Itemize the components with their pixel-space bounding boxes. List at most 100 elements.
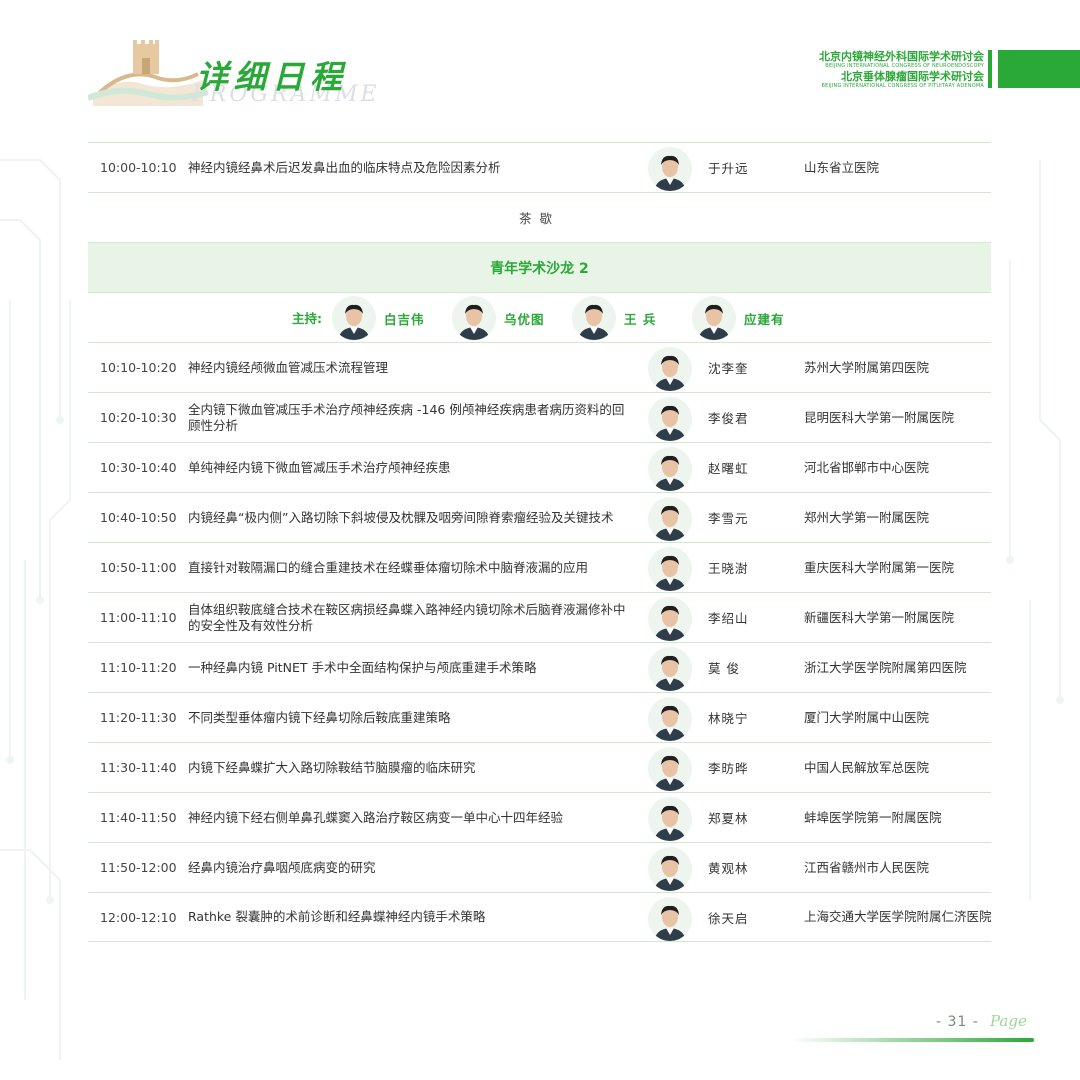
hospital-name: 江西省赣州市人民医院 [804, 859, 930, 875]
talk-topic: 一种经鼻内镜 PitNET 手术中全面结构保护与颅底重建手术策略 [188, 659, 537, 675]
talk-topic: 神经内镜下经右侧单鼻孔蝶窦入路治疗鞍区病变一单中心十四年经验 [188, 809, 564, 825]
hospital-name: 昆明医科大学第一附属医院 [804, 409, 955, 425]
table-row: 10:30-10:40 单纯神经内镜下微血管减压手术治疗颅神经疾患 赵曙虹 河北… [88, 442, 991, 492]
speaker-name: 赵曙虹 [708, 461, 749, 476]
time-slot: 10:50-11:00 [100, 560, 177, 575]
great-wall-icon [88, 40, 208, 106]
page-header: PROGRAMME 详细日程 北京内镜神经外科国际学术研讨会 BEIJING I… [0, 0, 1080, 130]
person-icon [692, 296, 736, 340]
talk-topic: Rathke 裂囊肿的术前诊断和经鼻蝶神经内镜手术策略 [188, 909, 486, 924]
host-item: 乌优图 [452, 296, 545, 340]
hospital-name: 浙江大学医学院附属第四医院 [804, 659, 967, 675]
host-name: 王 兵 [624, 311, 657, 327]
speaker-name: 李俊君 [708, 411, 749, 426]
time-slot: 11:50-12:00 [100, 860, 177, 875]
hospital-name: 苏州大学附属第四医院 [804, 359, 930, 375]
hospital-name: 中国人民解放军总医院 [804, 759, 930, 775]
hospital-name: 蚌埠医学院第一附属医院 [804, 809, 942, 825]
page-word: Page [990, 1012, 1027, 1030]
speaker-name: 李昉晔 [708, 761, 749, 776]
table-row: 11:40-11:50 神经内镜下经右侧单鼻孔蝶窦入路治疗鞍区病变一单中心十四年… [88, 792, 991, 842]
person-icon [452, 296, 496, 340]
speaker-avatar [648, 547, 692, 591]
speaker-name: 黄观林 [708, 861, 749, 876]
host-item: 白吉伟 [332, 296, 425, 340]
talk-topic: 经鼻内镜治疗鼻咽颅底病变的研究 [188, 859, 376, 875]
session-title: 青年学术沙龙 2 [490, 260, 589, 277]
person-icon [648, 747, 692, 791]
host-avatar [572, 296, 616, 340]
host-item: 王 兵 [572, 296, 656, 340]
hospital-name: 山东省立医院 [804, 159, 880, 175]
session-hosts-row: 主持: 白吉伟 乌优图 王 兵 应建有 [88, 292, 991, 342]
hosts-label: 主持: [292, 311, 322, 326]
conference-name-2-english: BEIJING INTERNATIONAL CONGRESS OF PITUIT… [821, 83, 984, 89]
conference-name-2: 北京垂体腺瘤国际学术研讨会 [841, 70, 984, 83]
talk-topic: 自体组织鞍底缝合技术在鞍区病损经鼻蝶入路神经内镜切除术后脑脊液漏修补中的安全性及… [188, 601, 626, 633]
table-row: 12:00-12:10 Rathke 裂囊肿的术前诊断和经鼻蝶神经内镜手术策略 … [88, 892, 992, 942]
time-slot: 11:20-11:30 [100, 710, 177, 725]
page-title-english: PROGRAMME [192, 82, 380, 107]
talk-topic: 全内镜下微血管减压手术治疗颅神经疾病 -146 例颅神经疾病患者病历资料的回顾性… [188, 401, 625, 433]
person-icon [648, 147, 692, 191]
host-avatar [332, 296, 376, 340]
speaker-name: 莫 俊 [708, 661, 740, 676]
speaker-avatar [648, 697, 692, 741]
tea-break-label: 茶歇 [518, 211, 560, 226]
header-accent-bar [988, 50, 992, 88]
time-slot: 11:40-11:50 [100, 810, 177, 825]
speaker-avatar [648, 347, 692, 391]
page-number: - 31 - [936, 1014, 979, 1030]
table-row: 11:00-11:10 自体组织鞍底缝合技术在鞍区病损经鼻蝶入路神经内镜切除术后… [88, 592, 991, 642]
speaker-avatar [648, 747, 692, 791]
person-icon [572, 296, 616, 340]
hospital-name: 上海交通大学医学院附属仁济医院 [804, 909, 992, 924]
hospital-name: 河北省邯郸市中心医院 [804, 459, 930, 475]
speaker-name: 徐天启 [708, 910, 749, 926]
time-slot: 10:00-10:10 [100, 160, 177, 175]
time-slot: 12:00-12:10 [100, 909, 177, 925]
person-icon [332, 296, 376, 340]
speaker-name: 李雪元 [708, 511, 749, 526]
conference-name-1-english: BEIJING INTERNATIONAL CONGRESS OF NEUROE… [825, 63, 984, 69]
speaker-name: 林晓宁 [708, 711, 749, 726]
time-slot: 10:40-10:50 [100, 510, 177, 525]
time-slot: 10:30-10:40 [100, 460, 177, 475]
speaker-avatar [648, 447, 692, 491]
talk-topic: 直接针对鞍隔漏口的缝合重建技术在经蝶垂体瘤切除术中脑脊液漏的应用 [188, 559, 589, 575]
talk-topic: 神经内镜经颅微血管减压术流程管理 [188, 359, 389, 375]
time-slot: 11:10-11:20 [100, 660, 177, 675]
table-row: 11:10-11:20 一种经鼻内镜 PitNET 手术中全面结构保护与颅底重建… [88, 642, 991, 692]
speaker-avatar [648, 147, 692, 191]
table-row: 10:10-10:20 神经内镜经颅微血管减压术流程管理 沈李奎 苏州大学附属第… [88, 342, 991, 392]
time-slot: 11:30-11:40 [100, 760, 177, 775]
person-icon [648, 797, 692, 841]
talk-topic: 单纯神经内镜下微血管减压手术治疗颅神经疾患 [188, 459, 451, 475]
speaker-name: 郑夏林 [708, 811, 749, 826]
time-slot: 11:00-11:10 [100, 610, 177, 625]
person-icon [648, 847, 692, 891]
speaker-avatar [648, 847, 692, 891]
time-slot: 10:20-10:30 [100, 410, 177, 425]
speaker-avatar [648, 597, 692, 641]
speaker-avatar [648, 647, 692, 691]
talk-topic: 神经内镜经鼻术后迟发鼻出血的临床特点及危险因素分析 [188, 159, 501, 175]
person-icon [648, 697, 692, 741]
host-avatar [452, 296, 496, 340]
footer-accent-line [790, 1038, 1034, 1042]
person-icon [648, 897, 692, 941]
session-title-row: 青年学术沙龙 2 [88, 242, 991, 292]
table-row: 10:00-10:10 神经内镜经鼻术后迟发鼻出血的临床特点及危险因素分析 于升… [88, 142, 991, 192]
schedule-table: 10:00-10:10 神经内镜经鼻术后迟发鼻出血的临床特点及危险因素分析 于升… [88, 142, 992, 942]
talk-topic: 内镜下经鼻蝶扩大入路切除鞍结节脑膜瘤的临床研究 [188, 759, 476, 775]
speaker-name: 李绍山 [708, 611, 749, 626]
hospital-name: 厦门大学附属中山医院 [804, 709, 930, 725]
hospital-name: 新疆医科大学第一附属医院 [804, 609, 955, 625]
talk-topic: 内镜经鼻“极内侧”入路切除下斜坡侵及枕髁及咽旁间隙脊索瘤经验及关键技术 [188, 509, 614, 525]
host-name: 白吉伟 [384, 311, 425, 327]
time-slot: 10:10-10:20 [100, 360, 177, 375]
header-accent-block [998, 50, 1080, 88]
tea-break-row: 茶歇 [88, 192, 991, 242]
speaker-avatar [648, 497, 692, 541]
table-row: 10:50-11:00 直接针对鞍隔漏口的缝合重建技术在经蝶垂体瘤切除术中脑脊液… [88, 542, 991, 592]
